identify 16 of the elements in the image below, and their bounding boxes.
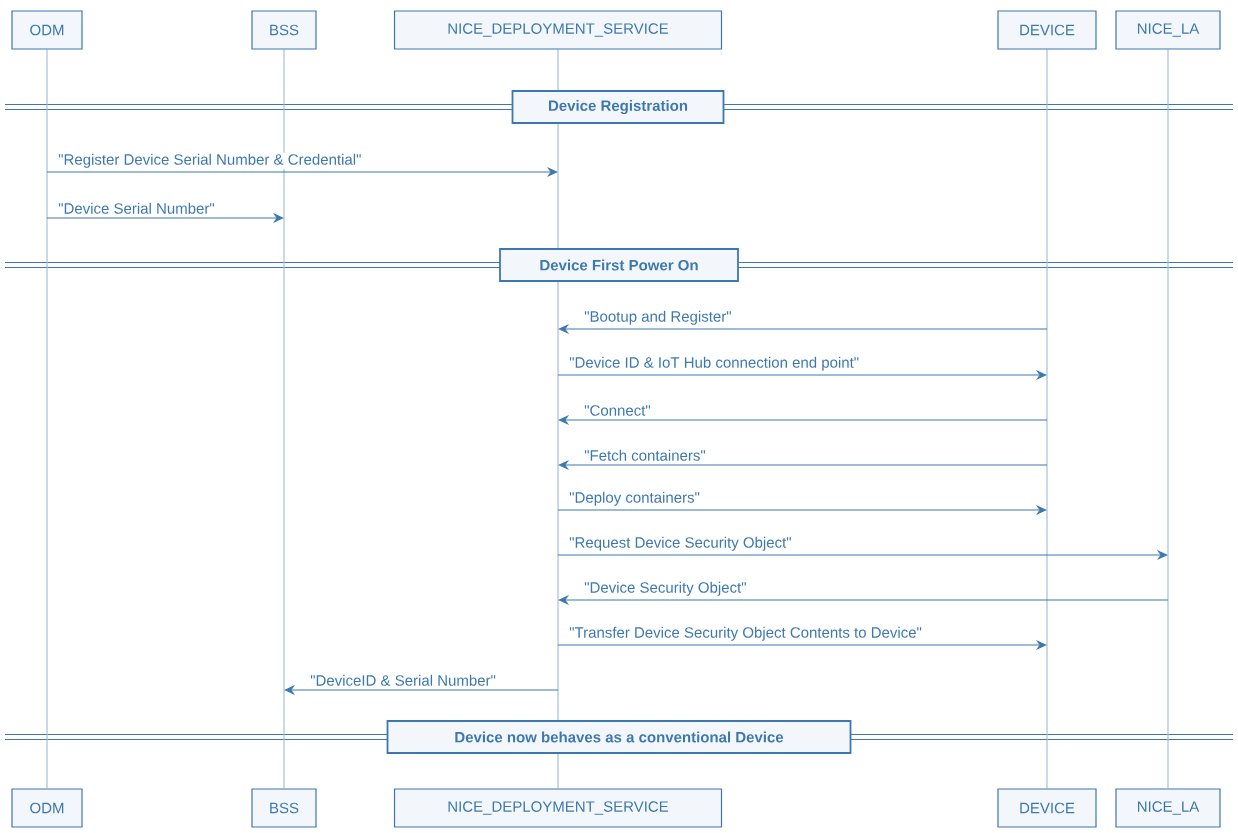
lifeline: [46, 49, 48, 789]
lifeline: [1046, 49, 1048, 789]
participant-box: ODM: [11, 10, 83, 50]
participant-box: BSS: [251, 788, 317, 828]
participant-box: ODM: [11, 788, 83, 828]
participant-box: NICE_DEPLOYMENT_SERVICE: [393, 10, 723, 50]
participant-box: NICE_DEPLOYMENT_SERVICE: [393, 788, 723, 828]
participant-box: NICE_LA: [1115, 788, 1221, 828]
participant-box: DEVICE: [997, 10, 1097, 50]
lifeline: [557, 49, 559, 789]
participant-box: NICE_LA: [1115, 10, 1221, 50]
lifeline: [283, 49, 285, 789]
edge-label: "Connect": [583, 404, 652, 417]
lifeline: [1167, 49, 1169, 789]
participant-box: DEVICE: [997, 788, 1097, 828]
participant-box: BSS: [251, 10, 317, 50]
